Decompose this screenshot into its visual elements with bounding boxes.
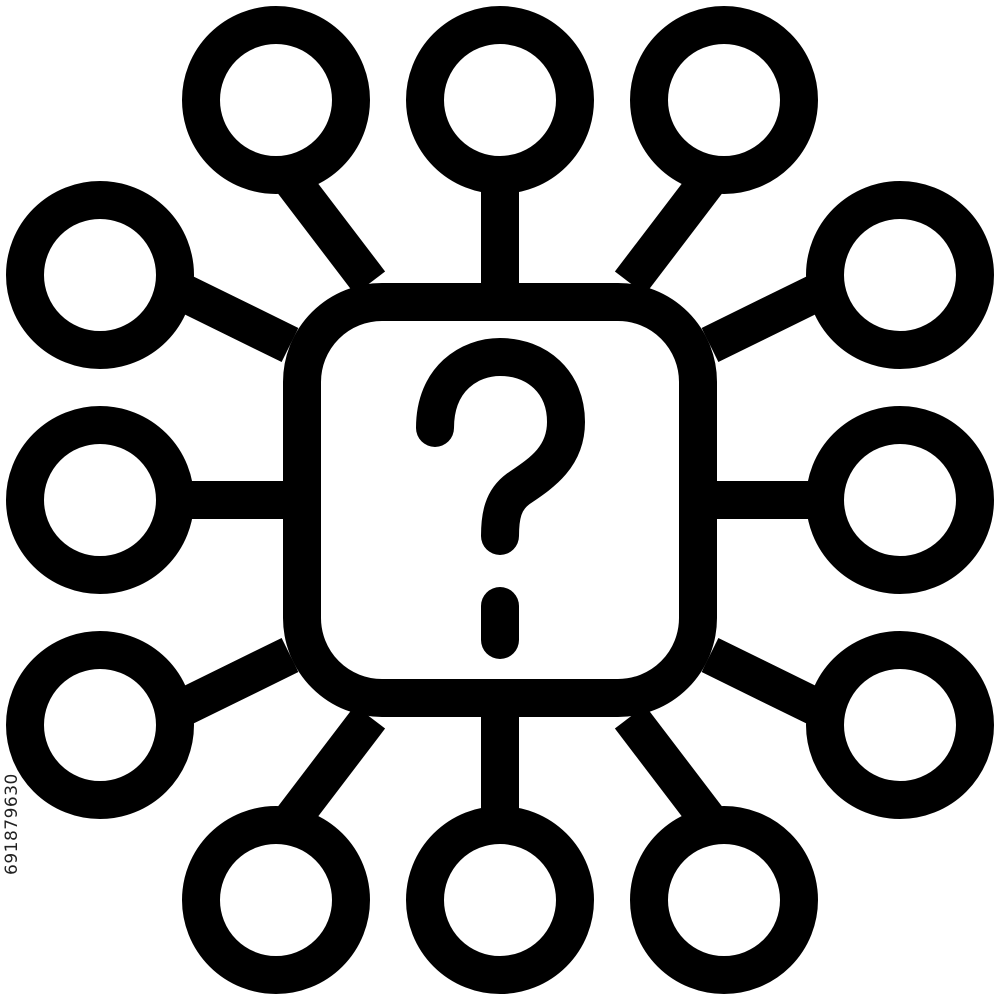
question-mark-icon (416, 338, 585, 659)
node-bottom-right (630, 806, 818, 994)
connector-left-lower (169, 637, 299, 728)
connector-right-lower (701, 637, 831, 728)
question-mark-curve (416, 338, 585, 555)
connector-bottom-right (614, 705, 726, 834)
node-left-upper (6, 181, 194, 369)
node-right-lower (806, 631, 994, 819)
node-top-right (630, 6, 818, 194)
connector-bottom-left (274, 705, 386, 834)
connector-right-upper (701, 272, 831, 363)
node-left-lower (6, 631, 194, 819)
node-bottom-left (182, 806, 370, 994)
network-nodes (6, 6, 994, 994)
node-left-middle (6, 406, 194, 594)
node-top-center (406, 6, 594, 194)
node-right-upper (806, 181, 994, 369)
connector-top-left (274, 166, 386, 295)
node-right-middle (806, 406, 994, 594)
connector-left-upper (169, 272, 299, 363)
node-bottom-center (406, 806, 594, 994)
connector-lines (169, 166, 831, 834)
watermark-id: 691879630 (2, 773, 22, 875)
connector-top-right (614, 166, 726, 295)
node-top-left (182, 6, 370, 194)
